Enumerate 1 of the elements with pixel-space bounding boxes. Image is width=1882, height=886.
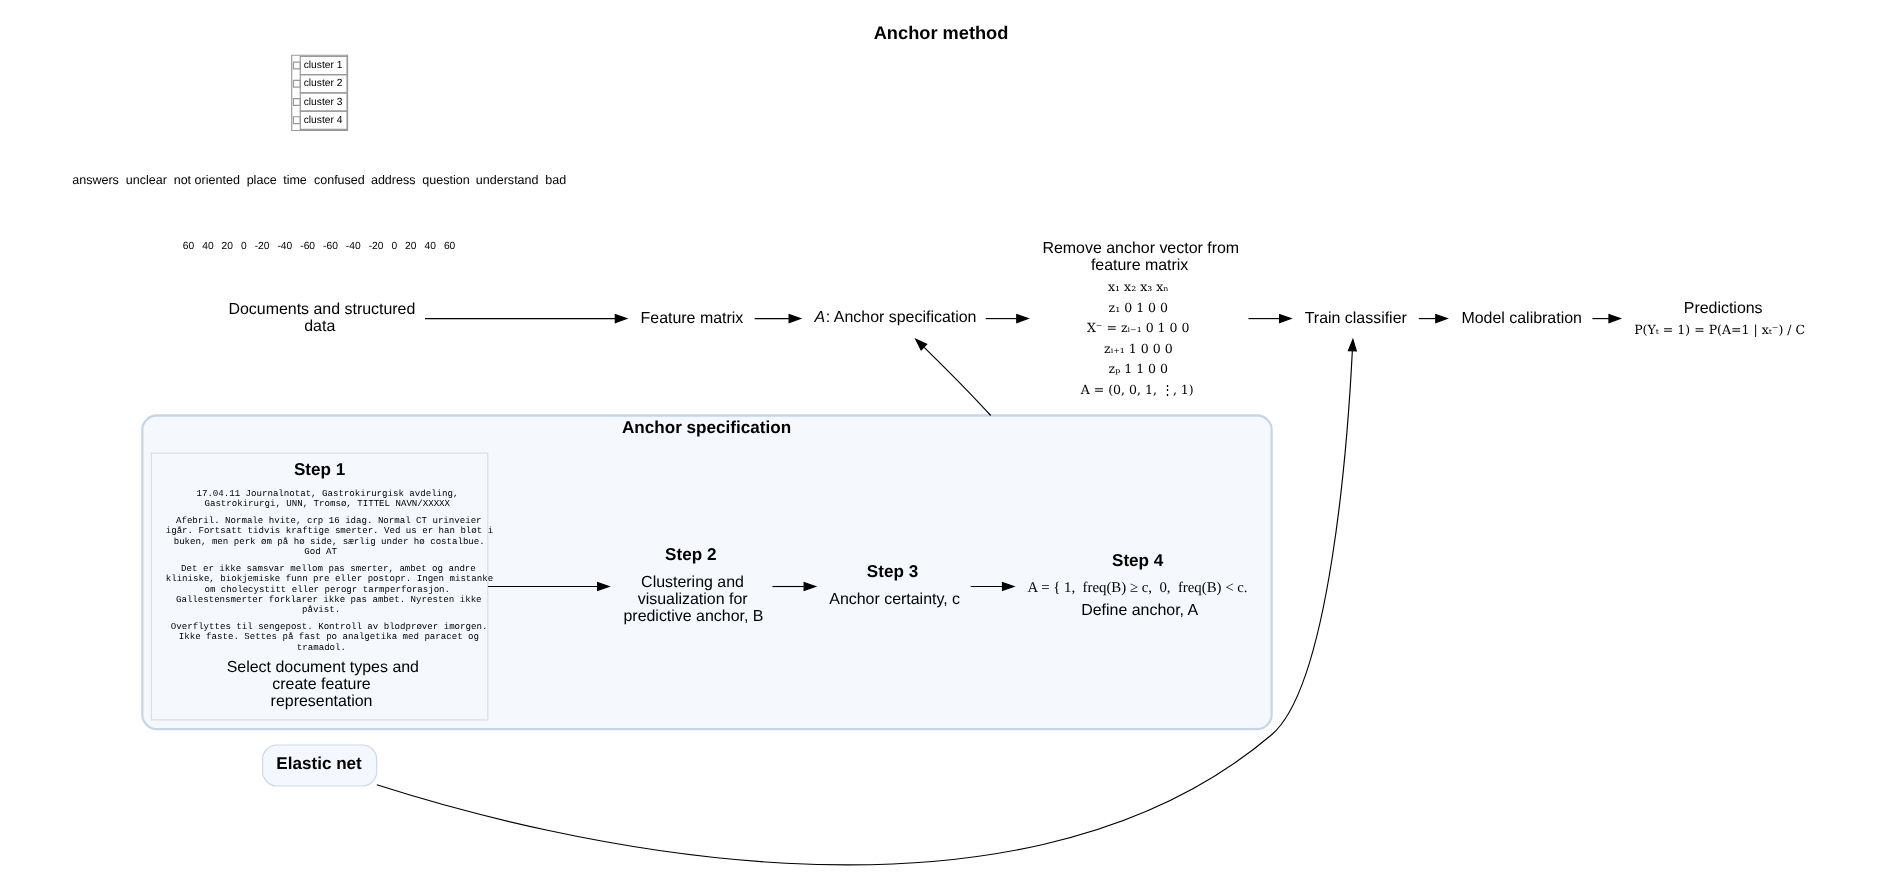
diagram-title: Anchor method <box>873 23 1009 44</box>
